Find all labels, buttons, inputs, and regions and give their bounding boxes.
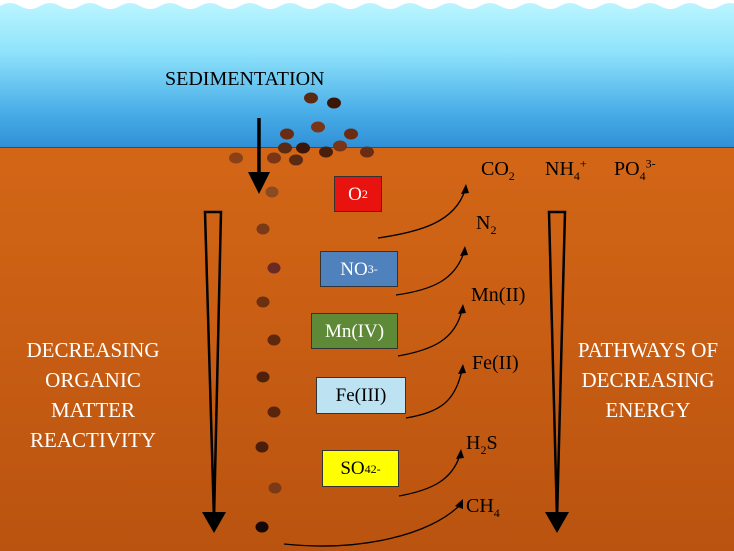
acceptor-base: Mn(IV) (324, 320, 385, 342)
reaction-arrow-o2 (377, 189, 466, 239)
reactivity-label-line: REACTIVITY (30, 428, 156, 452)
product-co2: CO2 (481, 158, 515, 182)
water-column (0, 0, 734, 148)
product-subscript: 4 (573, 169, 580, 183)
product-base: H (466, 432, 481, 454)
product-mn2: Mn(II) (471, 285, 525, 305)
reaction-arrow-so4 (398, 454, 461, 497)
reaction-arrow-mn (397, 309, 463, 357)
acceptor-mn-box: Mn(IV) (311, 313, 398, 349)
product-base: N (476, 212, 491, 234)
product-fe2: Fe(II) (472, 353, 519, 373)
reaction-arrow-ch4 (283, 504, 461, 547)
reaction-arrow-fe (405, 369, 463, 419)
reactivity-label-line: DECREASING (26, 338, 160, 362)
product-ch4: CH4 (466, 495, 500, 519)
product-nh4: NH4+ (545, 156, 587, 182)
product-po4: PO43- (614, 156, 656, 182)
product-subscript: 2 (480, 443, 487, 457)
energy-label: PATHWAYS OF DECREASING ENERGY (563, 335, 733, 425)
product-subscript: 2 (490, 223, 497, 237)
product-charge: 3- (645, 156, 656, 171)
energy-gradient-arrow (545, 210, 569, 533)
sedimentation-label: SEDIMENTATION (165, 68, 325, 90)
product-n2: N2 (476, 212, 496, 236)
reaction-arrow-no3 (395, 251, 465, 296)
energy-label-line: DECREASING (581, 368, 715, 392)
reaction-arrowheads (455, 184, 469, 509)
product-base: Fe(II) (472, 352, 519, 374)
buried-particles (255, 186, 282, 533)
reactivity-gradient-arrow (202, 210, 226, 533)
sedimentation-arrow (248, 118, 270, 194)
product-base: S (486, 432, 498, 454)
acceptor-fe-box: Fe(III) (316, 377, 406, 414)
acceptor-base: NO (340, 258, 368, 280)
water-surface-waves (0, 0, 734, 9)
energy-label-line: ENERGY (605, 398, 691, 422)
product-base: CO (481, 158, 509, 180)
energy-label-line: PATHWAYS OF (577, 338, 719, 362)
acceptor-base: O (348, 183, 362, 205)
product-base: NH (545, 158, 574, 180)
acceptor-base: Fe(III) (335, 385, 387, 406)
settling-particles (229, 92, 374, 166)
product-base: CH (466, 495, 494, 517)
reaction-arrows (283, 189, 466, 547)
reactivity-label: DECREASING ORGANIC MATTER REACTIVITY (8, 335, 178, 455)
product-charge: + (579, 156, 587, 171)
product-h2s: H2S (466, 432, 498, 456)
product-subscript: 4 (493, 506, 500, 520)
product-subscript: 2 (508, 169, 515, 183)
product-base: Mn(II) (471, 284, 526, 306)
reactivity-label-line: ORGANIC (45, 368, 141, 392)
acceptor-base: SO (340, 458, 365, 479)
reactivity-label-line: MATTER (51, 398, 135, 422)
product-subscript: 4 (639, 169, 646, 183)
product-base: PO (614, 158, 640, 180)
